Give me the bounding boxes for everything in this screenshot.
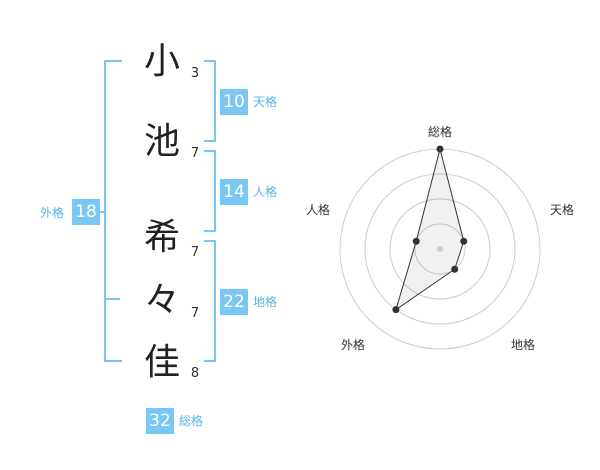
jinkaku-label: 人格	[253, 185, 278, 199]
chikaku-badge: 22	[220, 289, 248, 315]
radar-ring	[414, 223, 466, 275]
name-char-5: 佳	[143, 342, 180, 383]
radar-axis-label-gaikaku: 外格	[341, 338, 366, 352]
name-char-4: 々	[143, 280, 180, 321]
stroke-count-1: 3	[190, 66, 200, 81]
soukaku-badge: 32	[146, 408, 174, 434]
stroke-count-3: 7	[190, 245, 200, 260]
radar-axis-label-soukaku: 総格	[428, 125, 453, 139]
radar-point-1	[436, 145, 444, 153]
radar-point-4	[392, 306, 400, 314]
radar-axis-label-jinkaku: 人格	[306, 203, 331, 217]
soukaku-label: 総格	[179, 414, 204, 428]
name-char-2: 池	[143, 121, 180, 162]
chikaku-label: 地格	[253, 295, 278, 309]
chikaku-bracket	[204, 240, 216, 362]
jinkaku-badge: 14	[220, 179, 248, 205]
outer-bracket-inner-tick	[104, 298, 120, 300]
stroke-count-5: 8	[190, 366, 200, 381]
stroke-count-2: 7	[190, 146, 200, 161]
radar-point-2	[460, 237, 468, 245]
radar-ring	[364, 173, 516, 325]
tenkaku-bracket	[204, 60, 216, 142]
name-char-1: 小	[143, 41, 180, 82]
outer-bracket	[104, 60, 122, 362]
gaikaku-badge: 18	[72, 199, 100, 225]
radar-ring	[389, 198, 491, 300]
tenkaku-label: 天格	[253, 95, 278, 109]
radar-axis-label-tenkaku: 天格	[550, 203, 575, 217]
stroke-count-4: 7	[190, 306, 200, 321]
radar-polygon	[395, 148, 465, 311]
tenkaku-badge: 10	[220, 89, 248, 115]
radar-point-3	[451, 265, 459, 273]
gaikaku-label: 外格	[40, 206, 65, 220]
name-char-3: 希	[143, 217, 180, 258]
radar-center	[437, 246, 443, 252]
radar-axis-label-chikaku: 地格	[511, 338, 536, 352]
radar-point-5	[412, 237, 420, 245]
jinkaku-bracket	[204, 150, 216, 232]
